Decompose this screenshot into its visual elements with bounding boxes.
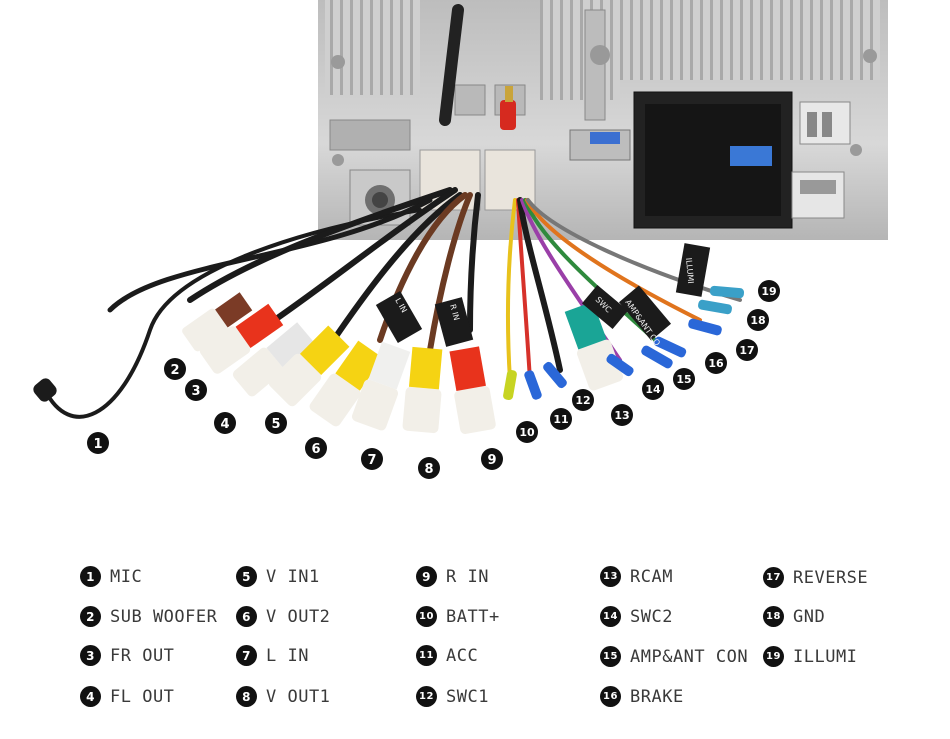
svg-text:14: 14 xyxy=(645,383,661,396)
callout-17: 17 xyxy=(736,339,758,361)
callout-6: 6 xyxy=(305,437,327,459)
callout-11: 11 xyxy=(550,408,572,430)
svg-text:18: 18 xyxy=(750,314,765,327)
callout-7: 7 xyxy=(361,448,383,470)
svg-text:7: 7 xyxy=(367,453,376,468)
svg-text:3: 3 xyxy=(191,384,200,399)
callout-4: 4 xyxy=(214,412,236,434)
callout-15: 15 xyxy=(673,368,695,390)
svg-text:13: 13 xyxy=(614,409,629,422)
callout-2: 2 xyxy=(164,358,186,380)
mic-plug xyxy=(33,378,57,402)
svg-text:1: 1 xyxy=(93,437,102,452)
gps-antenna xyxy=(439,4,516,130)
svg-text:9: 9 xyxy=(487,453,496,468)
svg-text:17: 17 xyxy=(739,344,754,357)
svg-text:10: 10 xyxy=(519,426,535,439)
cable-tag-4: R IN xyxy=(448,303,461,321)
callout-5: 5 xyxy=(265,412,287,434)
callout-12: 12 xyxy=(572,389,594,411)
cable-tags: ILLUMI AMP&ANT CO SWC L IN R IN xyxy=(375,243,711,348)
svg-text:8: 8 xyxy=(424,462,433,477)
svg-text:4: 4 xyxy=(220,417,229,432)
svg-text:6: 6 xyxy=(311,442,320,457)
svg-text:11: 11 xyxy=(553,413,568,426)
svg-text:19: 19 xyxy=(761,285,776,298)
cable-tag-0: ILLUMI xyxy=(684,257,695,284)
callout-3: 3 xyxy=(185,379,207,401)
wire-bundle xyxy=(43,187,742,419)
callout-16: 16 xyxy=(705,352,727,374)
svg-text:15: 15 xyxy=(676,373,691,386)
svg-text:5: 5 xyxy=(271,417,280,432)
callout-10: 10 xyxy=(516,421,538,443)
callout-14: 14 xyxy=(642,378,664,400)
svg-text:2: 2 xyxy=(170,363,179,378)
callout-9: 9 xyxy=(481,448,503,470)
pin-terminals xyxy=(503,285,745,401)
callout-13: 13 xyxy=(611,404,633,426)
callout-1: 1 xyxy=(87,432,109,454)
callout-19: 19 xyxy=(758,280,780,302)
callout-18: 18 xyxy=(747,309,769,331)
rca-plugs xyxy=(182,292,624,434)
callout-8: 8 xyxy=(418,457,440,479)
photo-callouts: 1 2 3 4 5 6 7 8 9 10 11 12 13 14 15 16 1… xyxy=(87,280,780,479)
svg-text:16: 16 xyxy=(708,357,724,370)
svg-text:12: 12 xyxy=(575,394,590,407)
